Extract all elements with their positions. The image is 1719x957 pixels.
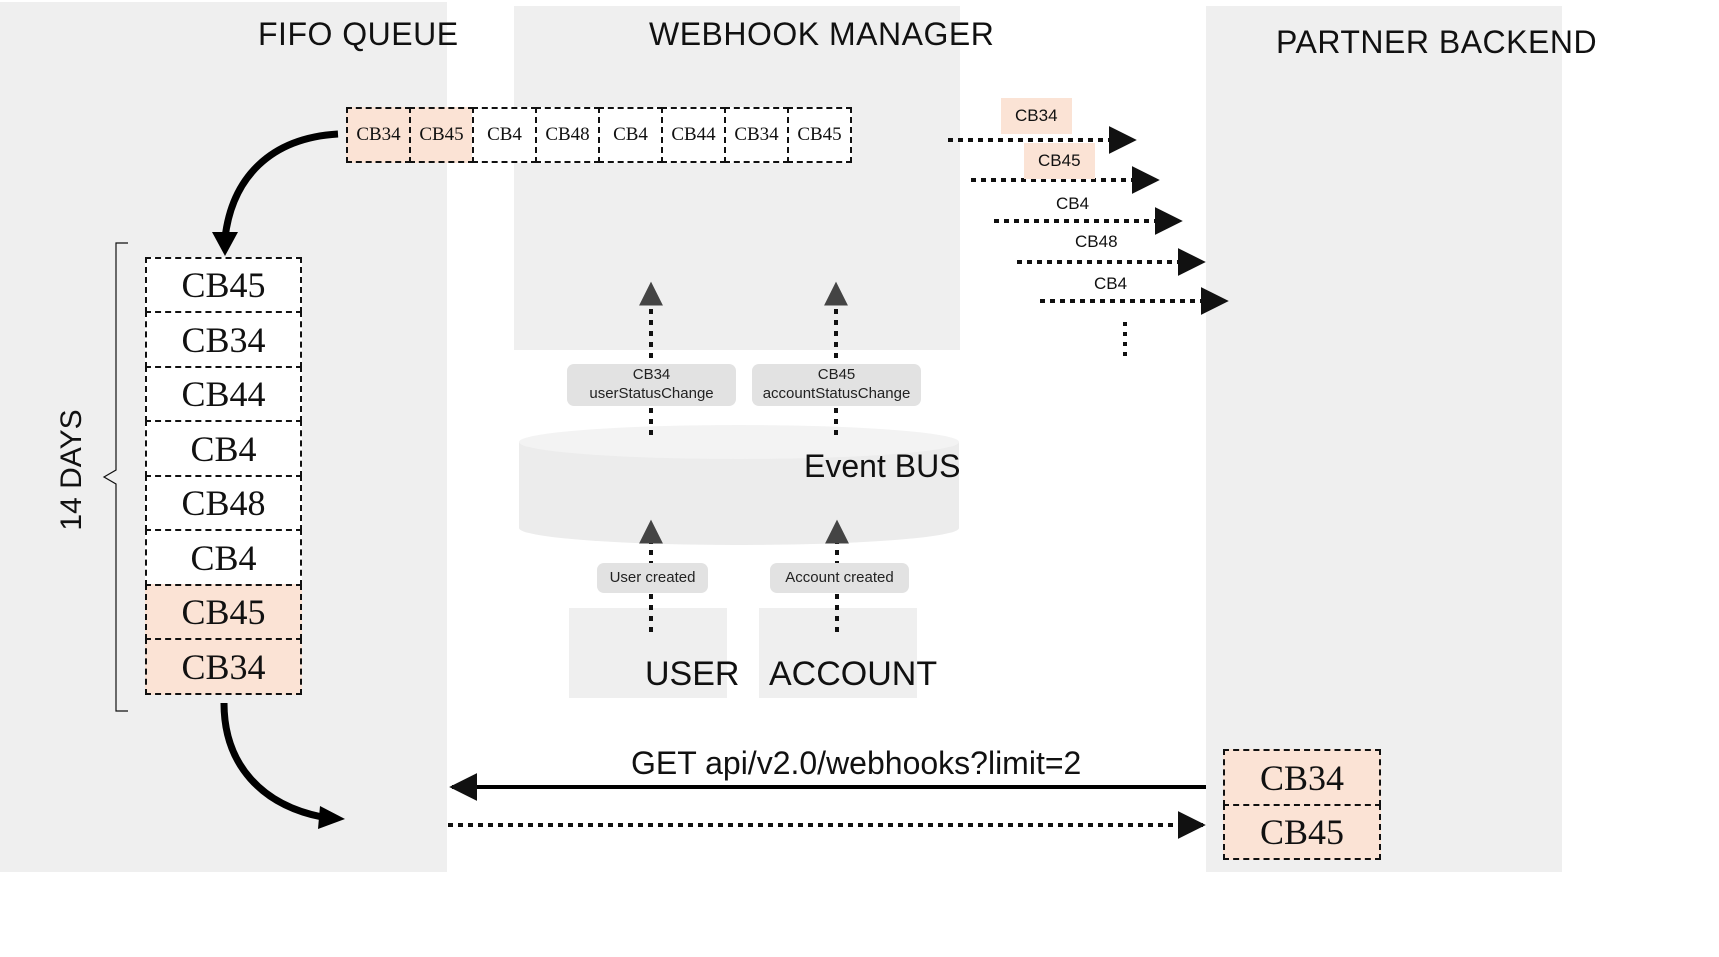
account-source-label: ACCOUNT <box>769 655 938 693</box>
webhook-manager-panel <box>514 6 960 350</box>
event-name: userStatusChange <box>589 385 714 402</box>
account-created-event: Account created <box>770 563 909 593</box>
queue-cell: CB4 <box>598 107 663 163</box>
event-name: accountStatusChange <box>762 385 911 402</box>
stack-cell: CB48 <box>145 475 302 531</box>
days-brace <box>102 242 128 712</box>
stack-cell: CB45 <box>145 257 302 313</box>
queue-cell: CB4 <box>472 107 537 163</box>
user-status-change-event: CB34 userStatusChange <box>567 364 736 406</box>
delivery-label: CB48 <box>1075 232 1118 251</box>
event-id: CB45 <box>817 366 856 384</box>
partner-backend-title: PARTNER BACKEND <box>1276 24 1598 60</box>
queue-cell: CB48 <box>535 107 600 163</box>
queue-to-stack-arrow <box>221 130 339 239</box>
user-source-label: USER <box>645 655 740 693</box>
queue-cell: CB44 <box>661 107 726 163</box>
stack-cell: CB34 <box>145 311 302 368</box>
event-id: CB34 <box>632 366 671 384</box>
stack-cell: CB34 <box>145 638 302 695</box>
delivery-label: CB4 <box>1094 274 1128 293</box>
delivery-label: CB34 <box>1001 98 1072 134</box>
webhook-manager-title: WEBHOOK MANAGER <box>649 16 995 52</box>
stack-cell: CB45 <box>145 584 302 640</box>
queue-cell: CB34 <box>346 107 411 163</box>
queue-cell: CB34 <box>724 107 789 163</box>
fifo-queue-title: FIFO QUEUE <box>258 16 459 52</box>
get-request-label: GET api/v2.0/webhooks?limit=2 <box>631 745 1082 781</box>
stack-cell: CB4 <box>145 529 302 586</box>
queue-cell: CB45 <box>409 107 474 163</box>
stack-cell: CB4 <box>145 420 302 477</box>
user-created-event: User created <box>597 563 708 593</box>
partner-backend-panel <box>1206 6 1562 872</box>
stack-cell: CB44 <box>145 366 302 422</box>
delivery-label: CB45 <box>1024 143 1095 179</box>
event-bus-cylinder <box>519 425 959 545</box>
duration-label: 14 DAYS <box>55 409 88 531</box>
queue-cell: CB45 <box>787 107 852 163</box>
delivery-label: CB4 <box>1056 194 1090 213</box>
event-bus-label: Event BUS <box>804 448 961 484</box>
user-source-box <box>569 608 727 698</box>
received-cell: CB34 <box>1223 749 1381 806</box>
account-status-change-event: CB45 accountStatusChange <box>752 364 921 406</box>
received-cell: CB45 <box>1223 804 1381 860</box>
account-source-box <box>759 608 917 698</box>
stack-out-arrow <box>220 702 323 821</box>
